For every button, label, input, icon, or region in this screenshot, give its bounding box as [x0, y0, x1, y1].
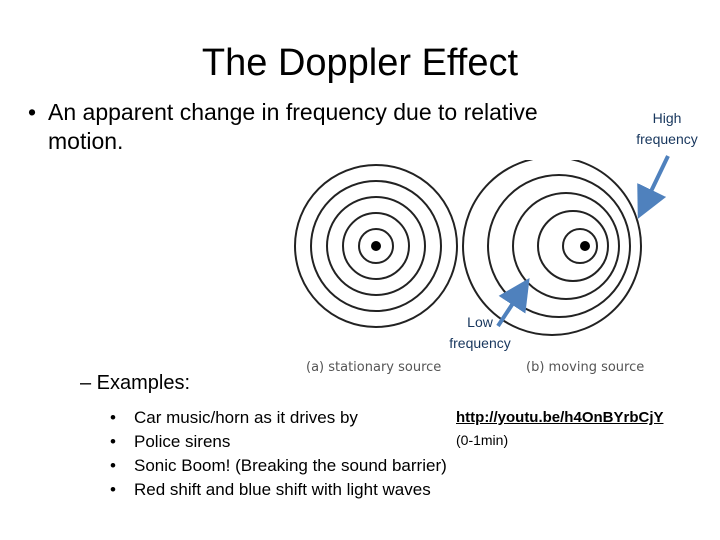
examples-heading: – Examples:	[80, 372, 190, 395]
low-frequency-label: Low frequency	[438, 312, 522, 354]
video-link[interactable]: http://youtu.be/h4OnBYrbCjY	[456, 409, 664, 426]
list-item: •Police sirens	[110, 430, 447, 454]
examples-list: •Car music/horn as it drives by •Police …	[110, 406, 447, 502]
high-frequency-arrow	[643, 156, 668, 208]
list-item: •Red shift and blue shift with light wav…	[110, 478, 447, 502]
list-item: •Sonic Boom! (Breaking the sound barrier…	[110, 454, 447, 478]
video-duration-note: (0-1min)	[456, 432, 508, 448]
list-item: •Car music/horn as it drives by	[110, 406, 447, 430]
